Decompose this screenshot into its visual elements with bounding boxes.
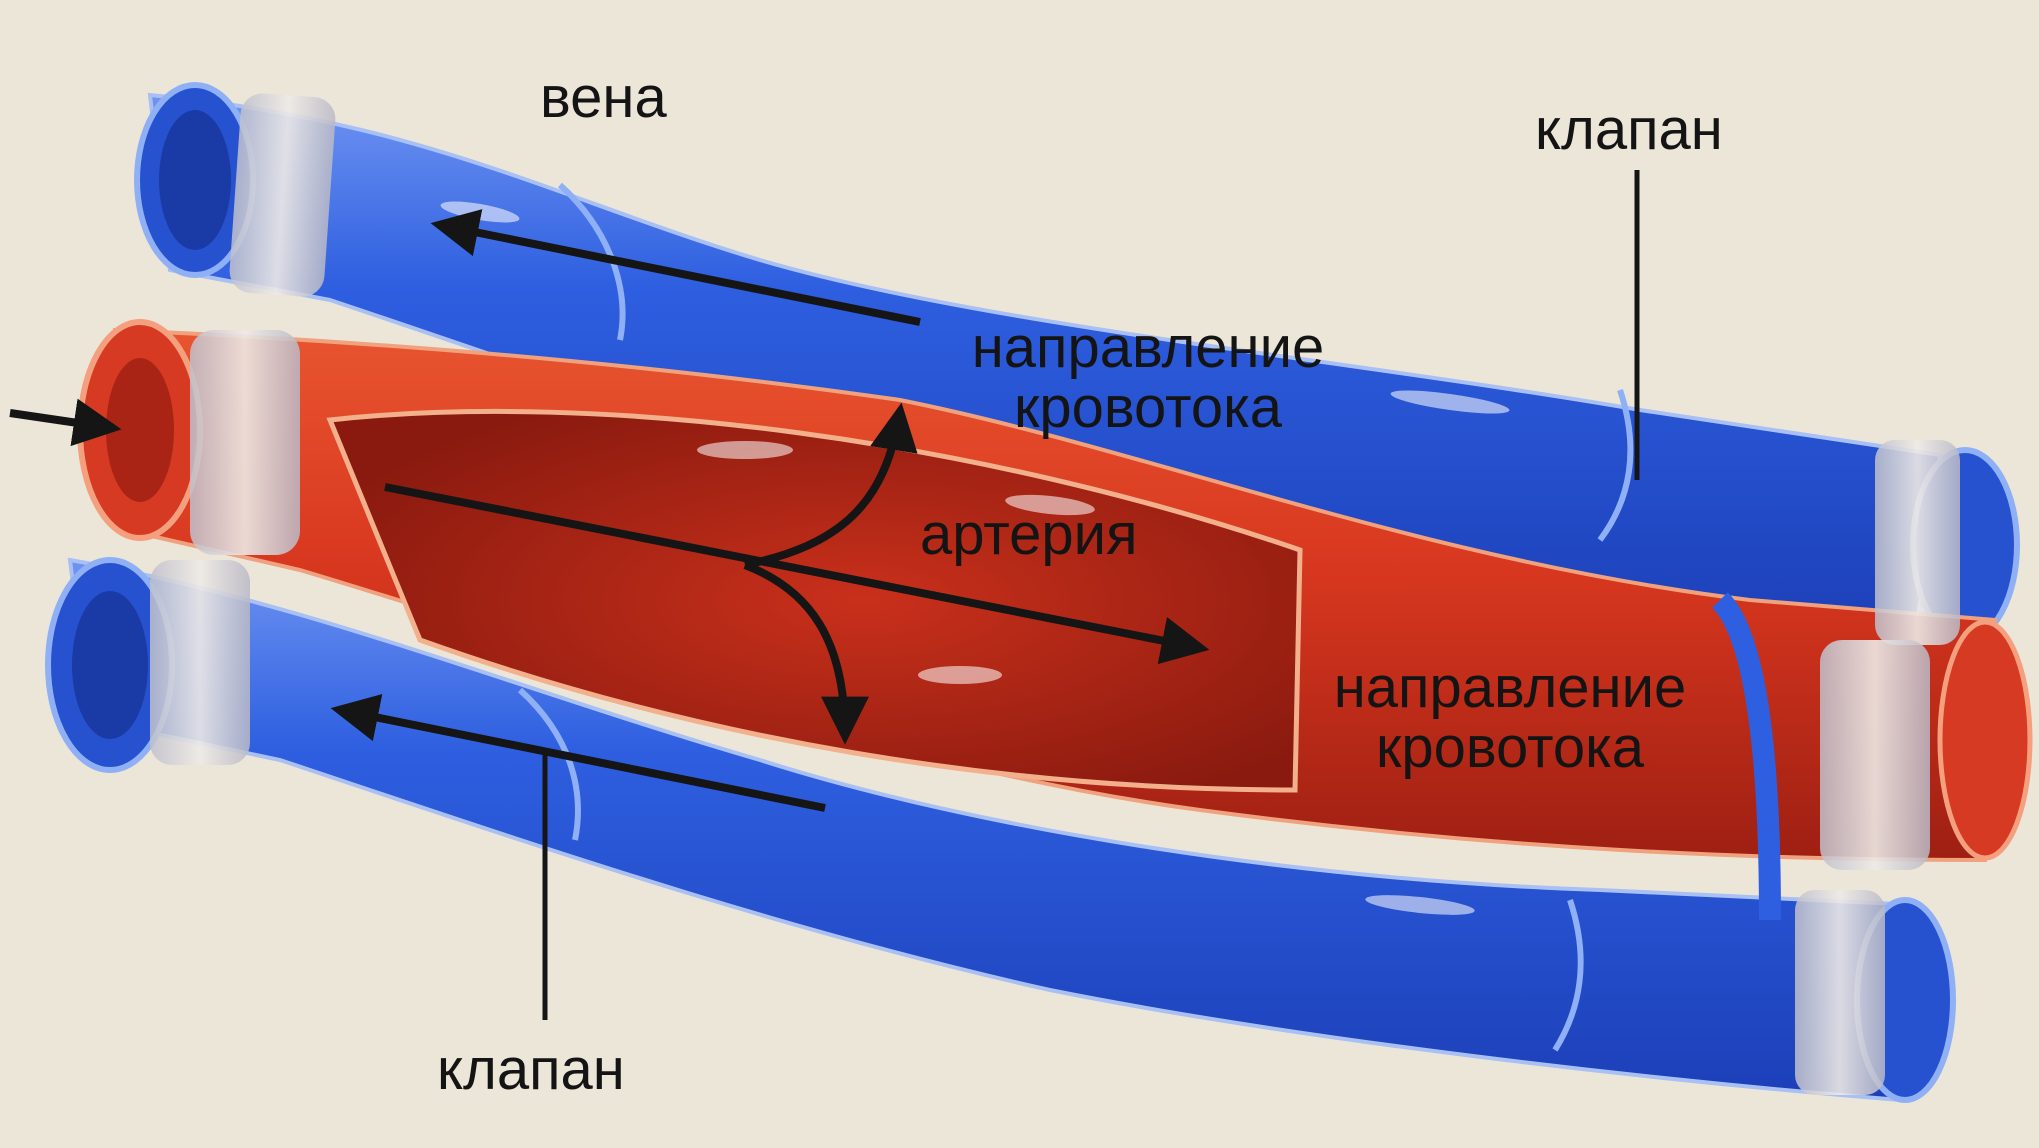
flow-direction-label-upper-line2: кровотока	[958, 378, 1338, 438]
valve-label-bottom: клапан	[437, 1040, 625, 1100]
flow-direction-label-upper-line1: направление	[958, 318, 1338, 378]
flow-direction-label-lower-line1: направление	[1315, 658, 1705, 718]
vein-label: вена	[540, 68, 667, 128]
flow-direction-label-lower-line2: кровотока	[1315, 718, 1705, 778]
flow-direction-label-upper: направление кровотока	[958, 318, 1338, 438]
valve-label-top: клапан	[1535, 100, 1723, 160]
artery-label: артерия	[920, 505, 1137, 565]
flow-direction-label-lower: направление кровотока	[1315, 658, 1705, 778]
